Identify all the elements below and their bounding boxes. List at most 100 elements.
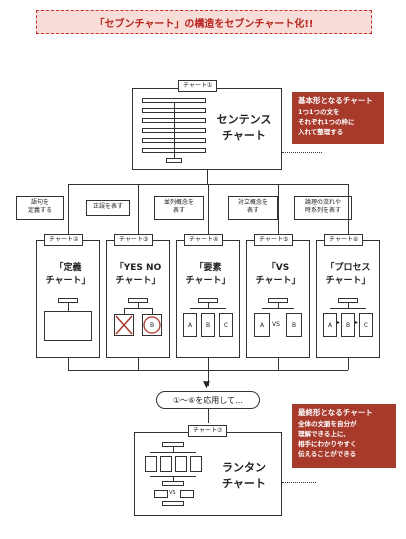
- chart5-tag: チャート⑤: [254, 234, 294, 246]
- connector: [68, 184, 69, 236]
- chart7-note-title: 最終形となるチャート: [298, 408, 373, 417]
- connector: [348, 358, 349, 370]
- chart7-tag: チャート⑦: [188, 425, 228, 437]
- callout-line: 論理の流れや: [304, 199, 341, 206]
- chart3-name: 「YES NO チャート」: [104, 262, 172, 288]
- chart1-name-line2: チャート: [222, 129, 266, 142]
- vs-chart-card: [246, 240, 310, 358]
- callout-definition: 語句を 定義する: [16, 196, 64, 220]
- definition-body-box: [44, 311, 92, 341]
- connector: [262, 308, 294, 309]
- chart7-name: ランタン チャート: [206, 460, 282, 492]
- lantern-chart-card: [134, 432, 282, 516]
- connector: [124, 308, 152, 309]
- diagram-title: 「セブンチャート」の構造をセブンチャート化!!: [94, 18, 314, 30]
- chart4-name: 「要素 チャート」: [176, 262, 240, 288]
- chart6-tag: チャート⑥: [324, 234, 364, 246]
- connector: [348, 184, 349, 236]
- note-pointer: [282, 482, 316, 483]
- process-c-label: C: [363, 321, 369, 329]
- chart1-tag: チャート①: [178, 80, 218, 92]
- callout-element: 並列概念を 表す: [154, 196, 204, 220]
- chart3-tag: チャート③: [114, 234, 154, 246]
- connector: [207, 170, 208, 184]
- lantern-mid-box: [162, 481, 184, 486]
- lantern-col-box: [145, 456, 157, 472]
- chart5-name-line2: チャート」: [255, 276, 301, 286]
- vs-top-box: [268, 298, 288, 303]
- definition-term-box: [58, 298, 78, 303]
- vs-a-box: A: [254, 313, 270, 337]
- chart1-note-line: 入れて整理する: [298, 128, 344, 136]
- connector: [152, 308, 153, 314]
- vs-b-label: B: [291, 321, 297, 329]
- yesno-chart-card: [106, 240, 170, 358]
- lantern-top-box: [162, 442, 184, 447]
- chart4-tag: チャート④: [184, 234, 224, 246]
- connector: [174, 103, 175, 158]
- chart4-name-line2: チャート」: [185, 276, 231, 286]
- chart2-name: 「定義 チャート」: [36, 262, 100, 288]
- connector: [138, 358, 139, 370]
- chart7-name-line2: チャート: [222, 477, 266, 490]
- connector: [138, 184, 139, 236]
- chart2-tag: チャート②: [44, 234, 84, 246]
- chart7-note: 最終形となるチャート 全体の文脈を自分が 理解できる上に、 相手にわかりやすく …: [292, 404, 396, 468]
- element-a-label: A: [187, 321, 193, 329]
- connector: [124, 308, 125, 314]
- sentence-row: [166, 158, 182, 163]
- connector: [278, 184, 279, 236]
- chart4-name-line1: 「要素: [194, 263, 222, 273]
- connector: [348, 303, 349, 308]
- callout-line: 正誤を表す: [92, 203, 123, 210]
- connector: [278, 303, 279, 308]
- lantern-bottom-box: [162, 501, 184, 506]
- chart1-name-line1: センテンス: [216, 113, 272, 126]
- cross-icon: [115, 315, 133, 335]
- process-a-box: A: [323, 313, 337, 337]
- process-top-box: [338, 298, 358, 303]
- chart6-name-line1: 「プロセス: [325, 263, 371, 273]
- chart3-name-line2: チャート」: [115, 276, 161, 286]
- apply-label-box: ①〜⑥を応用して…: [156, 391, 260, 409]
- element-c-label: C: [223, 321, 229, 329]
- connector: [138, 303, 139, 308]
- circle-icon: [143, 316, 161, 334]
- callout-line: 時系列を表す: [304, 207, 341, 214]
- process-a-label: A: [327, 321, 333, 329]
- connector: [208, 358, 209, 370]
- callout-line: 表す: [246, 207, 259, 214]
- vs-label: VS: [272, 321, 280, 328]
- connector: [208, 370, 209, 386]
- lantern-col-box: [190, 456, 202, 472]
- chart1-note-line: それぞれ1つの枠に: [298, 118, 355, 126]
- chart2-name-line2: チャート」: [45, 276, 91, 286]
- chart1-note-title: 基本形となるチャート: [298, 96, 373, 105]
- sentence-row: [142, 98, 206, 103]
- callout-line: 並列概念を: [163, 199, 194, 206]
- connector: [173, 447, 174, 452]
- sentence-rows: [142, 98, 210, 163]
- yesno-b-label: B: [149, 321, 155, 329]
- connector: [190, 308, 226, 309]
- chart7-name-line1: ランタン: [222, 461, 266, 474]
- callout-process: 論理の流れや 時系列を表す: [294, 196, 352, 220]
- chart7-note-line: 理解できる上に、: [298, 430, 350, 438]
- yesno-yes-box: B: [142, 314, 162, 336]
- chart7-note-line: 伝えることができる: [298, 450, 357, 458]
- process-b-box: B: [341, 313, 355, 337]
- connector: [150, 452, 196, 453]
- process-b-label: B: [345, 321, 351, 329]
- lantern-col-box: [175, 456, 187, 472]
- vs-b-box: B: [286, 313, 302, 337]
- chart1-name: センテンス チャート: [206, 112, 282, 144]
- element-c-box: C: [219, 313, 233, 337]
- lantern-structure: VS: [144, 442, 204, 508]
- process-arrow-icon: ▸: [355, 319, 359, 326]
- chart7-note-line: 全体の文脈を自分が: [298, 420, 357, 428]
- process-arrow-icon: ▸: [337, 319, 341, 326]
- chart1-note-line: 1つ1つの文を: [298, 108, 340, 116]
- chart1-note: 基本形となるチャート 1つ1つの文を それぞれ1つの枠に 入れて整理する: [292, 92, 384, 144]
- chart7-note-line: 相手にわかりやすく: [298, 440, 357, 448]
- chart3-name-line1: 「YES NO: [114, 263, 162, 273]
